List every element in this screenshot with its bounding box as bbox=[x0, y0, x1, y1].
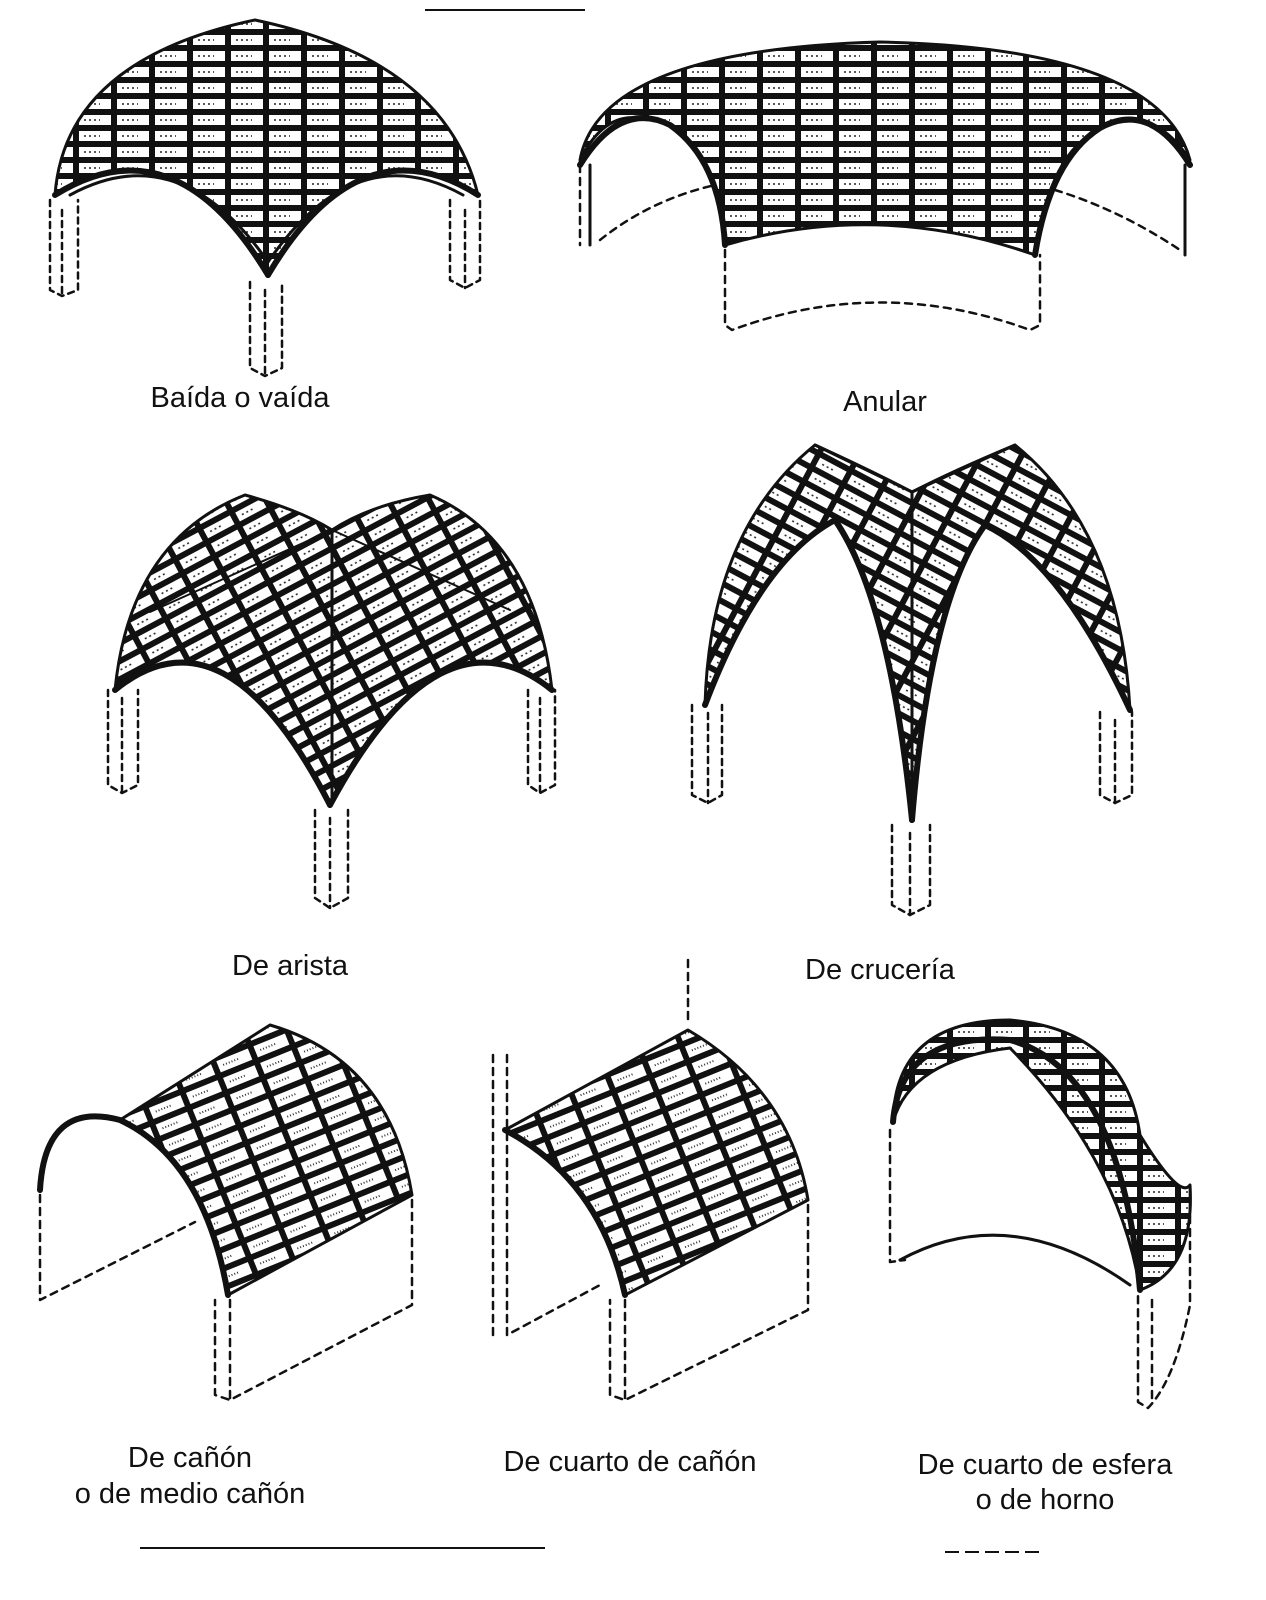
caption-cruceria: De crucería bbox=[805, 954, 955, 986]
caption-anular: Anular bbox=[843, 386, 927, 418]
caption-esfera-line1: De cuarto de esfera bbox=[917, 1449, 1173, 1481]
caption-arista: De arista bbox=[231, 950, 349, 982]
vault-cruceria bbox=[690, 443, 1134, 917]
caption-cuarto-canon: De cuarto de cañón bbox=[503, 1446, 757, 1478]
caption-canon-line2: o de medio cañón bbox=[74, 1478, 306, 1510]
vault-baida bbox=[48, 18, 482, 378]
caption-esfera-line2: o de horno bbox=[975, 1484, 1115, 1516]
vault-arista bbox=[106, 493, 557, 910]
vault-canon bbox=[37, 1023, 414, 1402]
caption-canon-line1: De cañón bbox=[127, 1442, 253, 1474]
vault-cuarto-canon bbox=[491, 958, 810, 1402]
caption-baida: Baída o vaída bbox=[150, 382, 330, 414]
vault-anular bbox=[577, 40, 1193, 332]
vault-cuarto-esfera bbox=[888, 1018, 1192, 1410]
